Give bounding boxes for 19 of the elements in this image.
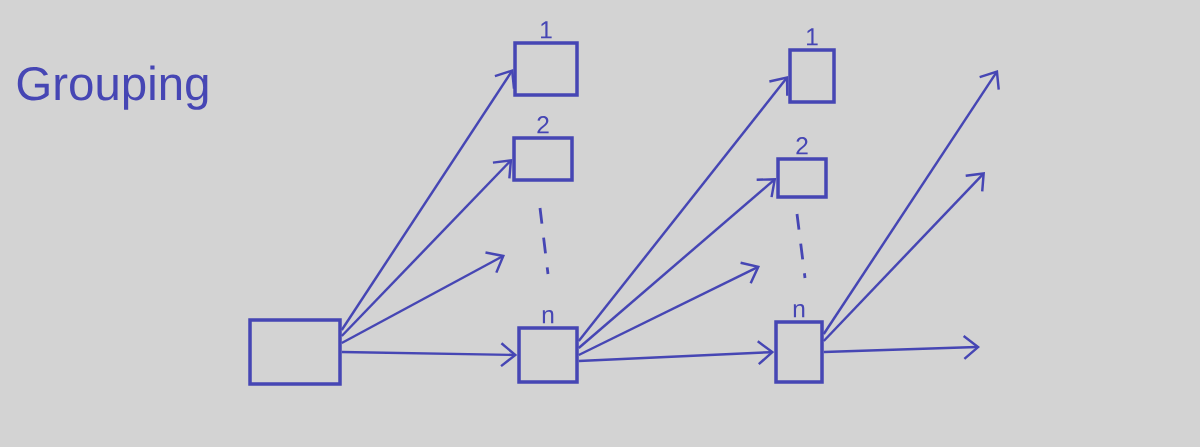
- arrow: [577, 76, 789, 342]
- box-number: n: [793, 304, 805, 318]
- arrow: [577, 178, 777, 349]
- arrow: [341, 251, 505, 345]
- arrow: [822, 172, 985, 342]
- arrow: [822, 70, 1000, 335]
- box-number: n: [542, 310, 554, 324]
- box-number: 2: [796, 137, 808, 155]
- arrow: [578, 340, 775, 366]
- arrow: [340, 69, 516, 331]
- arrow: [578, 261, 760, 357]
- arrow: [340, 159, 513, 337]
- arrow: [341, 342, 518, 368]
- box-number: 1: [541, 21, 552, 39]
- box: [248, 318, 342, 386]
- title: Grouping: [17, 65, 208, 110]
- arrow: [823, 335, 980, 360]
- box-number: 1: [807, 28, 818, 46]
- box-number: 2: [537, 116, 549, 134]
